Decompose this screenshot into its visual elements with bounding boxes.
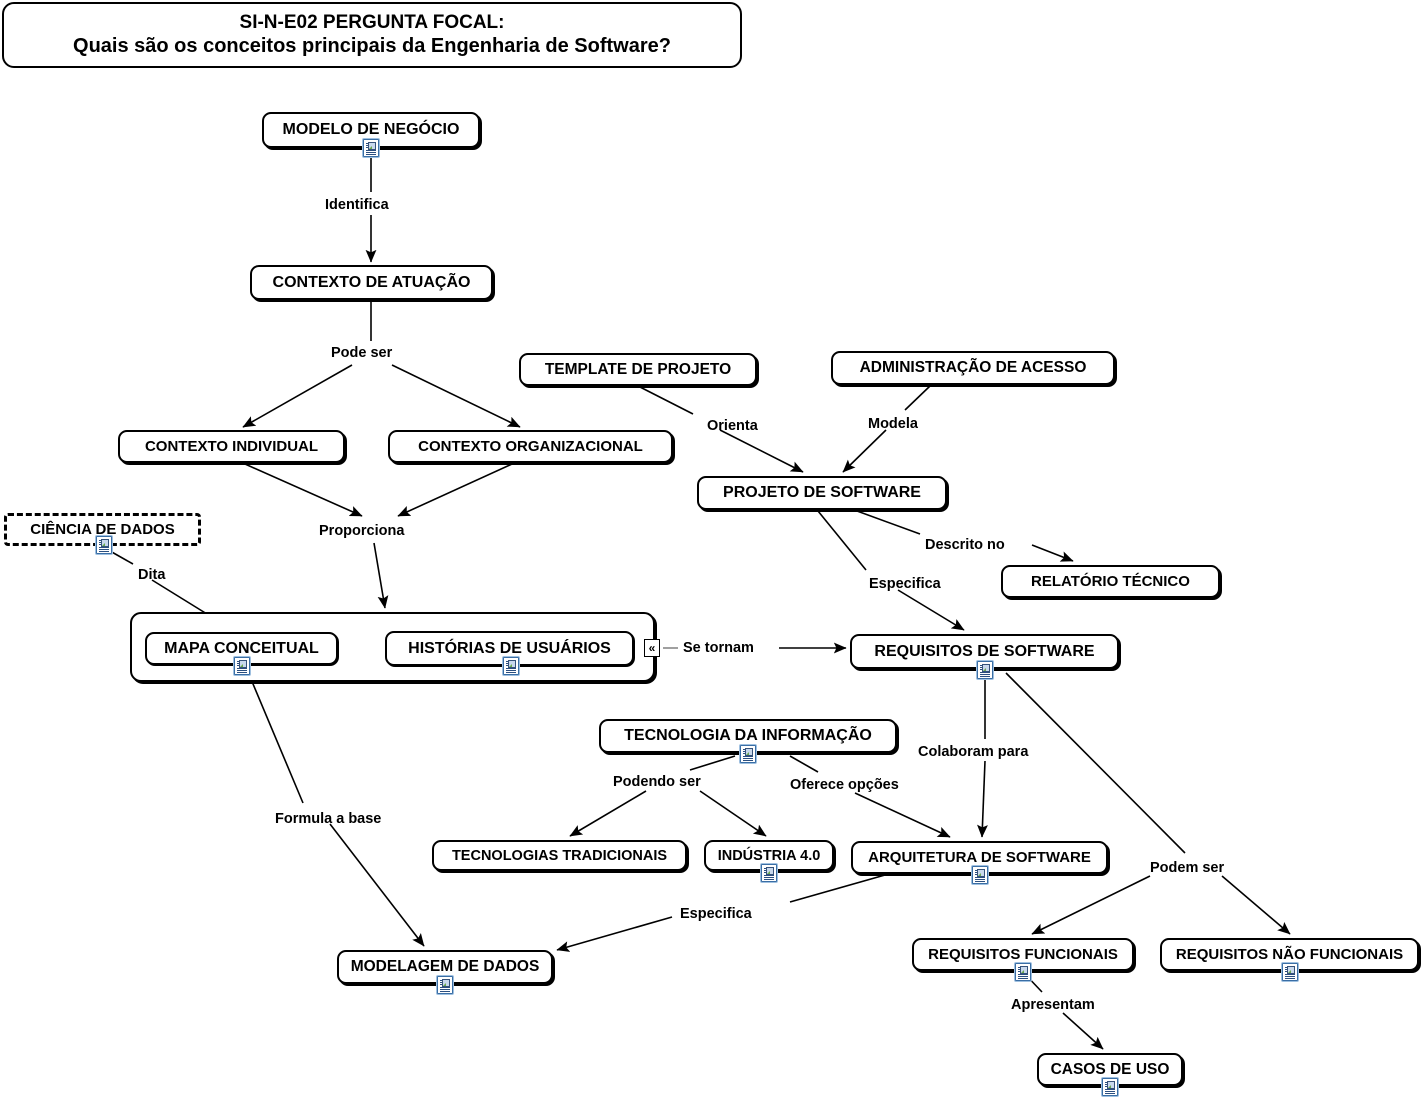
node-label: CONTEXTO INDIVIDUAL [144, 438, 319, 455]
node-label: REQUISITOS FUNCIONAIS [928, 946, 1118, 963]
node-label: MAPA CONCEITUAL [164, 639, 319, 657]
node-relatorio-tecnico[interactable]: RELATÓRIO TÉCNICO [1001, 565, 1220, 598]
edge-label-identifica[interactable]: Identifica [325, 197, 389, 213]
edge-label-orienta[interactable]: Orienta [707, 418, 758, 434]
node-label: RELATÓRIO TÉCNICO [1031, 573, 1190, 590]
edge-label-especifica-arquitetura[interactable]: Especifica [680, 906, 752, 922]
edge-label-especifica-projeto[interactable]: Especifica [869, 576, 941, 592]
edge-label-colaboram-para[interactable]: Colaboram para [918, 744, 1029, 760]
edge-label-formula-a-base[interactable]: Formula a base [275, 811, 382, 827]
edge-label-apresentam[interactable]: Apresentam [1011, 997, 1095, 1013]
node-label: ADMINISTRAÇÃO DE ACESSO [859, 359, 1087, 376]
node-label: REQUISITOS DE SOFTWARE [874, 642, 1095, 660]
resource-document-icon[interactable] [761, 864, 777, 882]
edge-label-descrito-no[interactable]: Descrito no [925, 537, 1005, 553]
node-label: TEMPLATE DE PROJETO [544, 360, 732, 378]
resource-document-icon[interactable] [503, 657, 519, 675]
node-label: MODELAGEM DE DADOS [350, 958, 540, 975]
resource-document-icon[interactable] [1102, 1078, 1118, 1096]
node-template-de-projeto[interactable]: TEMPLATE DE PROJETO [519, 353, 757, 386]
node-label: HISTÓRIAS DE USUÁRIOS [408, 639, 611, 657]
edge-label-dita[interactable]: Dita [138, 567, 166, 583]
edge-label-modela[interactable]: Modela [868, 416, 918, 432]
resource-document-icon[interactable] [972, 866, 988, 884]
focus-question-line-1: SI-N-E02 PERGUNTA FOCAL: [239, 12, 505, 34]
focus-question-line-2: Quais são os conceitos principais da Eng… [73, 35, 671, 58]
resource-document-icon[interactable] [437, 976, 453, 994]
node-label: MODELO DE NEGÓCIO [282, 121, 460, 138]
edge-label-se-tornam[interactable]: Se tornam [683, 640, 754, 656]
resource-document-icon[interactable] [234, 657, 250, 675]
resource-document-icon[interactable] [1015, 963, 1031, 981]
node-label: CONTEXTO ORGANIZACIONAL [418, 438, 643, 455]
node-label: ARQUITETURA DE SOFTWARE [868, 849, 1091, 866]
node-label: REQUISITOS NÃO FUNCIONAIS [1175, 946, 1404, 963]
resource-document-icon[interactable] [363, 139, 379, 157]
node-tecnologias-tradicionais[interactable]: TECNOLOGIAS TRADICIONAIS [432, 840, 687, 871]
edge-label-podendo-ser[interactable]: Podendo ser [613, 774, 701, 790]
node-label: PROJETO DE SOFTWARE [723, 484, 921, 501]
collapse-chevrons-left-icon[interactable]: « [644, 639, 660, 657]
node-label: CONTEXTO DE ATUAÇÃO [272, 273, 471, 291]
resource-document-icon[interactable] [740, 745, 756, 763]
edge-label-pode-ser[interactable]: Pode ser [331, 345, 393, 361]
edge-label-podem-ser[interactable]: Podem ser [1150, 860, 1225, 876]
edge-label-proporciona[interactable]: Proporciona [319, 523, 405, 539]
node-contexto-organizacional[interactable]: CONTEXTO ORGANIZACIONAL [388, 430, 673, 463]
node-administracao-de-acesso[interactable]: ADMINISTRAÇÃO DE ACESSO [831, 351, 1115, 385]
node-label: TECNOLOGIAS TRADICIONAIS [451, 847, 668, 864]
resource-document-icon[interactable] [96, 536, 112, 554]
node-label: TECNOLOGIA DA INFORMAÇÃO [624, 727, 872, 744]
node-projeto-de-software[interactable]: PROJETO DE SOFTWARE [697, 476, 947, 510]
node-label: CASOS DE USO [1050, 1060, 1170, 1078]
resource-document-icon[interactable] [1282, 963, 1298, 981]
node-contexto-de-atuacao[interactable]: CONTEXTO DE ATUAÇÃO [250, 265, 493, 300]
node-label: INDÚSTRIA 4.0 [717, 847, 821, 864]
collapse-glyph: « [648, 641, 656, 655]
node-contexto-individual[interactable]: CONTEXTO INDIVIDUAL [118, 430, 345, 463]
focus-question-box[interactable]: SI-N-E02 PERGUNTA FOCAL: Quais são os co… [2, 2, 742, 68]
edge-label-oferece-opcoes[interactable]: Oferece opções [790, 777, 899, 793]
resource-document-icon[interactable] [977, 661, 993, 679]
